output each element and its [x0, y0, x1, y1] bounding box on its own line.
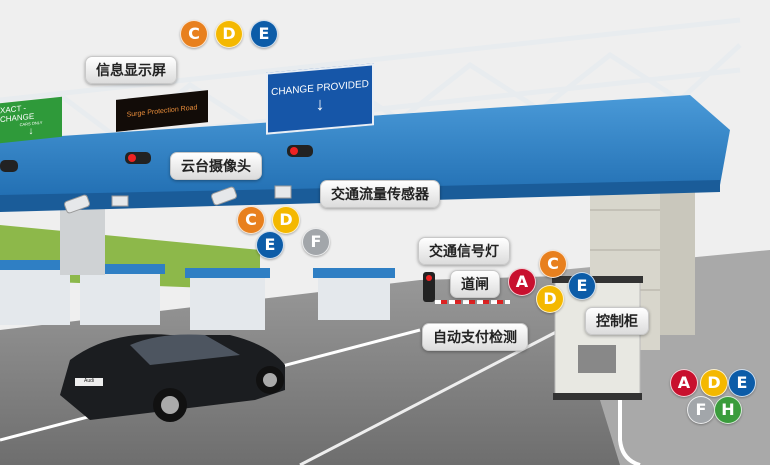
label-traffic-sensor: 交通流量传感器: [320, 180, 440, 208]
badge-e: E: [250, 20, 278, 48]
badge-d: D: [215, 20, 243, 48]
badge-h: H: [714, 396, 742, 424]
cameras: [64, 185, 292, 214]
badge-f: F: [687, 396, 715, 424]
badge-c: C: [180, 20, 208, 48]
change-provided-sign: CHANGE PROVIDED ↓: [266, 63, 374, 135]
badge-f: F: [302, 228, 330, 256]
arrow-down-icon: ↓: [28, 125, 34, 138]
label-auto-payment: 自动支付检测: [422, 323, 528, 351]
license-plate: Audi: [83, 378, 94, 384]
gate-traffic-light: [423, 272, 435, 302]
badge-a: A: [508, 268, 536, 296]
label-barrier-gate: 道闸: [450, 270, 500, 298]
arrow-down-icon: ↓: [315, 93, 325, 115]
badge-d: D: [700, 369, 728, 397]
badge-d: D: [272, 206, 300, 234]
control-cabinet-drawing: [552, 276, 643, 465]
badge-e: E: [568, 272, 596, 300]
exact-change-sign: XACT - CHANGE CARS ONLY ↓: [0, 96, 62, 144]
badge-e: E: [728, 369, 756, 397]
badge-d: D: [536, 285, 564, 313]
canopy-traffic-lights: [0, 145, 313, 172]
label-ptz-camera: 云台摄像头: [170, 152, 262, 180]
badge-e: E: [256, 231, 284, 259]
badge-a: A: [670, 369, 698, 397]
car: [60, 334, 285, 422]
toll-booths: [0, 205, 395, 330]
label-control-cabinet: 控制柜: [585, 307, 649, 335]
label-info-display: 信息显示屏: [85, 56, 177, 84]
badge-c: C: [237, 206, 265, 234]
label-traffic-light: 交通信号灯: [418, 237, 510, 265]
badge-c: C: [539, 250, 567, 278]
